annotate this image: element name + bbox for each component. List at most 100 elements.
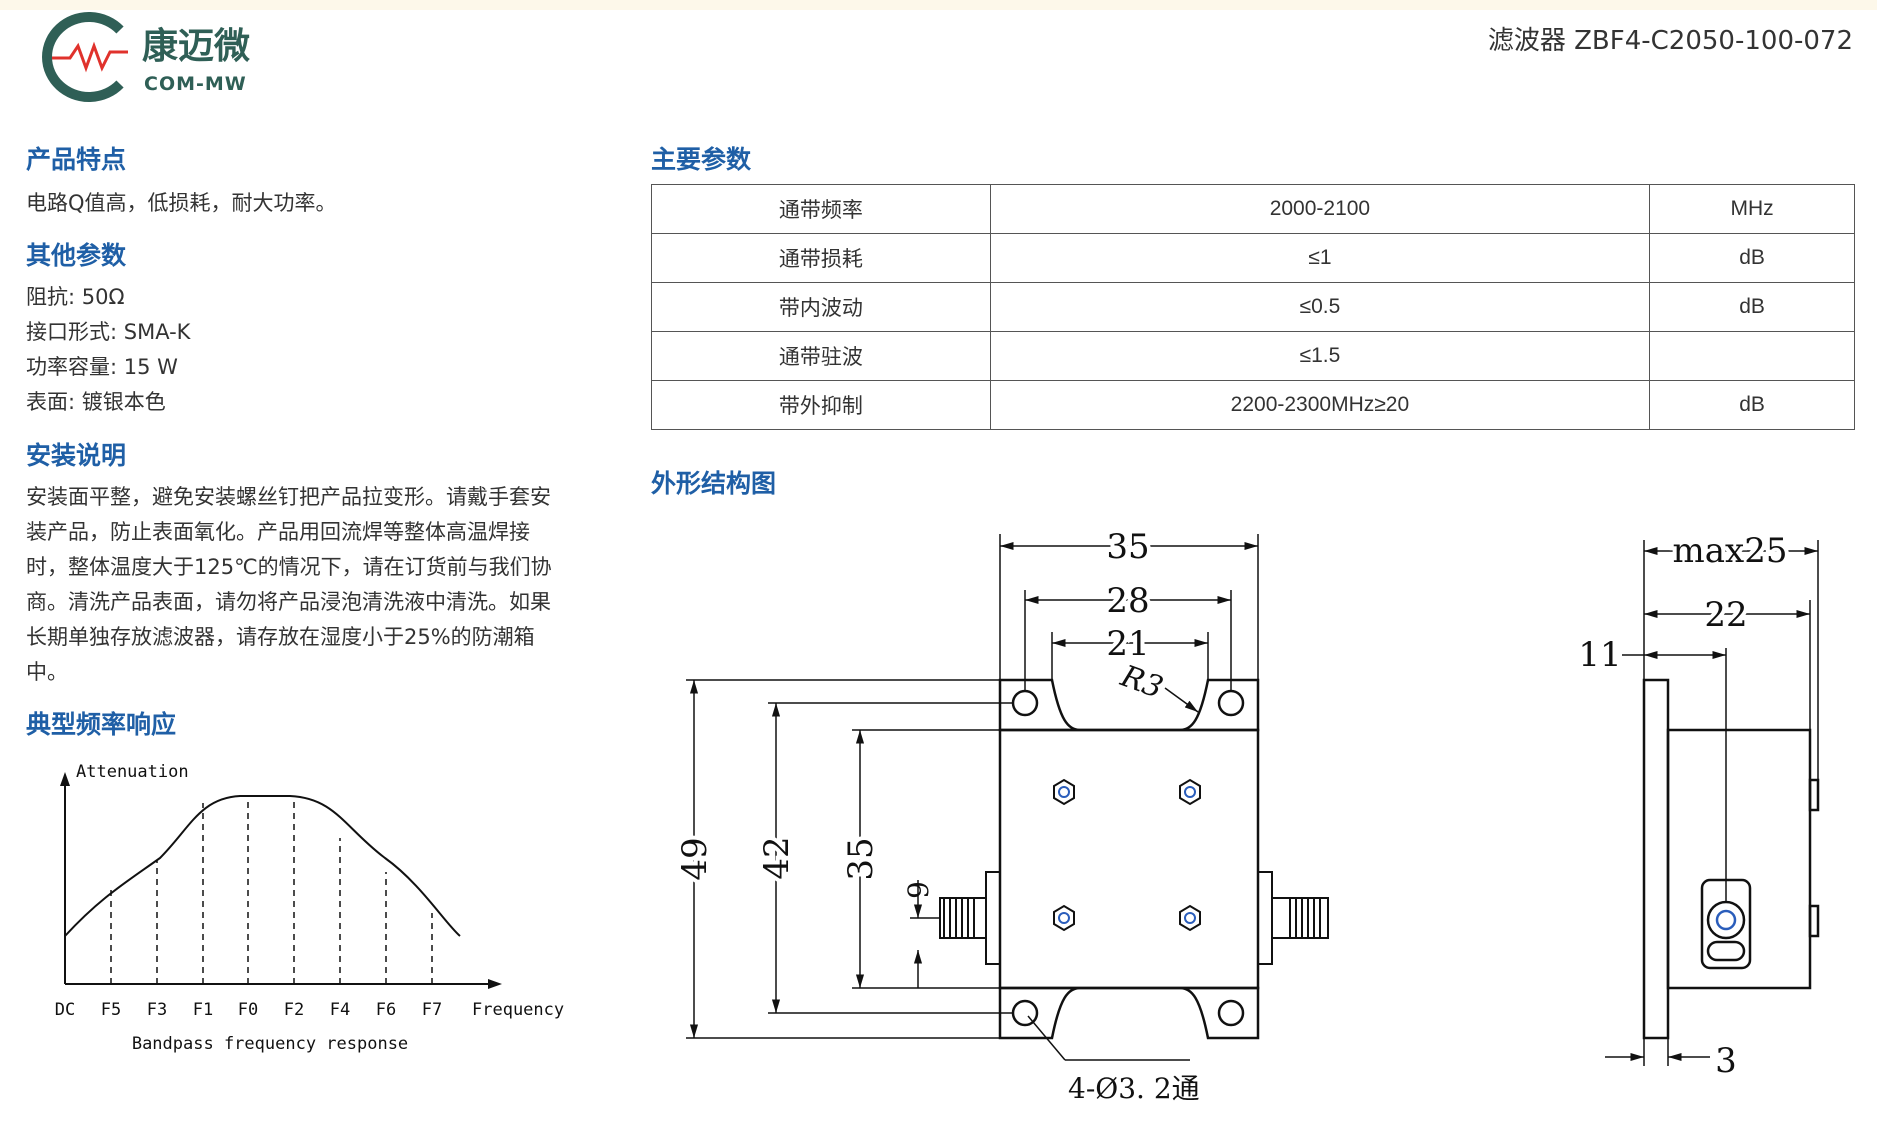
tuning-screw-center <box>1058 912 1070 924</box>
dim-label-22: 22 <box>1704 595 1747 635</box>
mount-hole <box>1217 999 1245 1027</box>
sma-flange-right <box>1257 871 1273 965</box>
outline-drawing: 35 28 21 R3 49 42 35 9 4-Ø3. 2通 max25 <box>671 523 1820 1105</box>
outline-heading: 外形结构图 <box>651 469 777 498</box>
hole-leader <box>1027 1015 1066 1061</box>
param-value: ≤0.5 <box>989 282 1651 332</box>
features-text: 电路Q值高，低损耗，耐大功率。 <box>26 191 337 215</box>
param-unit: dB <box>1649 282 1855 332</box>
param-unit: dB <box>1649 380 1855 430</box>
param-value: 2200-2300MHz≥20 <box>989 380 1651 430</box>
hole-callout: 4-Ø3. 2通 <box>1068 1072 1200 1105</box>
brand-name-cn: 康迈微 <box>142 25 250 67</box>
tick-label: F7 <box>422 1000 442 1020</box>
param-value: ≤1.5 <box>989 331 1651 381</box>
side-connector-ring <box>1706 900 1746 940</box>
side-flange <box>1642 678 1670 1040</box>
dim-label-42: 42 <box>757 836 797 879</box>
dim-label-35v: 35 <box>841 837 881 880</box>
side-body <box>1666 728 1812 990</box>
param-name: 带内波动 <box>651 282 991 332</box>
other-params-heading: 其他参数 <box>26 241 127 270</box>
param-power: 功率容量: 15 W <box>26 355 178 379</box>
param-surface: 表面: 镀银本色 <box>26 390 166 414</box>
brand-name-en: COM-MW <box>144 73 247 95</box>
param-unit: MHz <box>1649 184 1855 234</box>
install-line: 时，整体温度大于125℃的情况下，请在订货前与我们协 <box>26 555 552 579</box>
dim-label-3: 3 <box>1715 1041 1737 1081</box>
main-params-table: 通带频率 2000-2100 MHz 通带损耗 ≤1 dB 带内波动 ≤0.5 … <box>651 184 1855 430</box>
tuning-screw <box>1053 778 1075 806</box>
tick-label: F3 <box>147 1000 167 1020</box>
mount-hole <box>1011 689 1039 717</box>
sma-connector-right <box>1271 897 1329 939</box>
dim-label-max25: max25 <box>1673 531 1788 571</box>
param-unit: dB <box>1649 233 1855 283</box>
tick-label: F2 <box>284 1000 304 1020</box>
bandpass-response-diagram: Attenuation DC F5 F3 F1 F0 F2 F4 F6 F7 F… <box>55 762 564 1054</box>
table-row: 通带驻波 ≤1.5 <box>651 331 1855 381</box>
dim-label-r3: R3 <box>1115 658 1167 705</box>
install-line: 安装面平整，避免安装螺丝钉把产品拉变形。请戴手套安 <box>26 485 551 509</box>
sma-flange-left <box>985 871 1001 965</box>
install-line: 装产品，防止表面氧化。产品用回流焊等整体高温焊接 <box>26 520 530 544</box>
tick-label: DC <box>55 1000 75 1020</box>
response-caption: Bandpass frequency response <box>132 1034 408 1054</box>
tuning-screw <box>1179 778 1201 806</box>
x-axis-arrow <box>488 979 502 989</box>
param-name: 通带频率 <box>651 184 991 234</box>
param-name: 带外抑制 <box>651 380 991 430</box>
table-row: 通带损耗 ≤1 dB <box>651 233 1855 283</box>
tick-label: F4 <box>330 1000 350 1020</box>
sma-thread-left <box>943 898 975 938</box>
side-screw <box>1808 778 1820 812</box>
table-row: 带外抑制 2200-2300MHz≥20 dB <box>651 380 1855 430</box>
tuning-screw <box>1053 904 1075 932</box>
features-heading: 产品特点 <box>26 145 127 174</box>
side-connector-base <box>1706 940 1746 962</box>
tick-label: F0 <box>238 1000 258 1020</box>
side-screw <box>1808 904 1820 938</box>
table-row: 带内波动 ≤0.5 dB <box>651 282 1855 332</box>
top-bar <box>0 0 1877 10</box>
param-value: 2000-2100 <box>989 184 1651 234</box>
response-curve <box>64 795 461 937</box>
mount-hole <box>1217 689 1245 717</box>
dim-label-28: 28 <box>1106 581 1149 621</box>
tick-label: F1 <box>193 1000 213 1020</box>
y-axis-arrow <box>60 772 70 786</box>
param-name: 通带损耗 <box>651 233 991 283</box>
bottom-flange <box>998 986 1260 1040</box>
param-value: ≤1 <box>989 233 1651 283</box>
main-params-heading: 主要参数 <box>651 145 752 174</box>
tick-label: F6 <box>376 1000 396 1020</box>
param-name: 通带驻波 <box>651 331 991 381</box>
param-unit <box>1649 331 1855 381</box>
tuning-screw <box>1179 904 1201 932</box>
response-heading: 典型频率响应 <box>26 710 177 739</box>
install-heading: 安装说明 <box>26 441 127 470</box>
attenuation-label: Attenuation <box>76 762 189 782</box>
dim-r3-leader <box>1164 687 1199 713</box>
tuning-screw-center <box>1058 786 1070 798</box>
install-line: 商。清洗产品表面，请勿将产品浸泡清洗液中清洗。如果 <box>26 590 551 614</box>
dim-label-21: 21 <box>1106 624 1149 664</box>
install-line: 长期单独存放滤波器，请存放在湿度小于25%的防潮箱 <box>26 625 535 649</box>
dim-label-9: 9 <box>902 881 935 899</box>
document-title: 滤波器 ZBF4-C2050-100-072 <box>1487 26 1853 56</box>
table-row: 通带频率 2000-2100 MHz <box>651 184 1855 234</box>
frequency-label: Frequency <box>472 1000 564 1020</box>
param-impedance: 阻抗: 50Ω <box>26 285 125 309</box>
side-connector-pin <box>1715 909 1737 931</box>
sma-thread-right <box>1289 898 1321 938</box>
filter-body <box>998 728 1260 990</box>
dim-label-49: 49 <box>675 837 715 880</box>
param-connector: 接口形式: SMA-K <box>26 320 191 344</box>
dim-label-35: 35 <box>1106 527 1149 567</box>
dim-label-11: 11 <box>1578 635 1621 675</box>
tuning-screw-center <box>1184 912 1196 924</box>
company-logo: 康迈微 COM-MW <box>42 12 250 102</box>
tick-label: F5 <box>101 1000 121 1020</box>
install-line: 中。 <box>26 660 68 684</box>
tuning-screw-center <box>1184 786 1196 798</box>
